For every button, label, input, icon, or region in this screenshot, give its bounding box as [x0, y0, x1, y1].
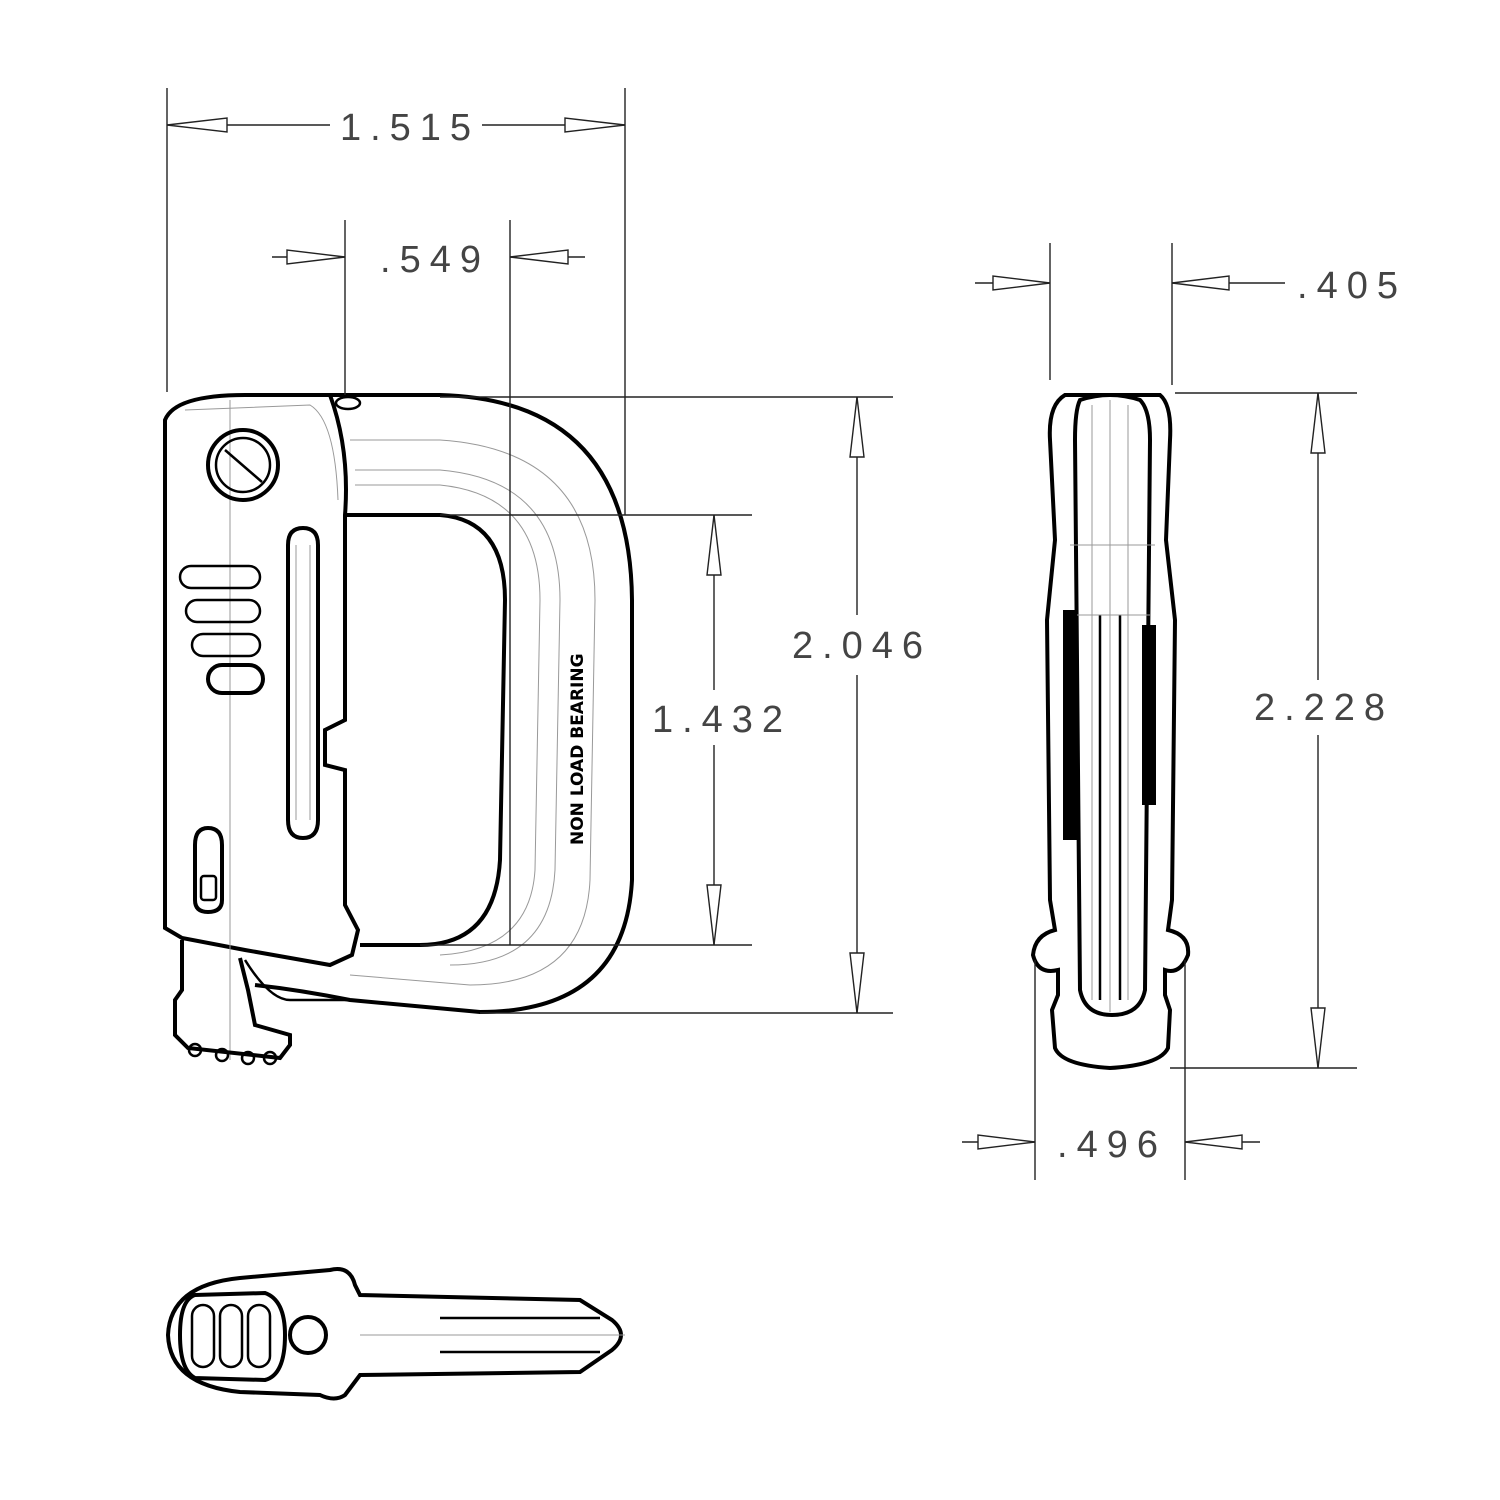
dim-gate-opening: .549 [380, 239, 490, 281]
d-ring-outer [254, 393, 634, 1015]
side-marking-right [1142, 625, 1156, 805]
side-marking-left [1063, 610, 1077, 840]
front-view: NON LOAD BEARING [163, 393, 634, 1066]
dim-inner-opening-height: 1.432 [652, 699, 792, 741]
d-ring-inner [345, 513, 508, 947]
side-view [1030, 393, 1191, 1071]
dim-overall-height: 2.046 [792, 625, 932, 667]
dim-side-thickness-top: .405 [1297, 265, 1407, 307]
screw-icon [206, 428, 280, 502]
dim-side-thickness-bottom: .496 [1057, 1124, 1167, 1166]
dim-overall-width: 1.515 [340, 107, 480, 149]
dim-side-overall-height: 2.228 [1254, 687, 1394, 729]
non-load-bearing-marking: NON LOAD BEARING [568, 653, 588, 845]
dimension-lines: 1.515 .549 .405 2.046 1.432 [166, 88, 1407, 1180]
body-outline [163, 393, 361, 968]
bottom-view [165, 1267, 625, 1401]
